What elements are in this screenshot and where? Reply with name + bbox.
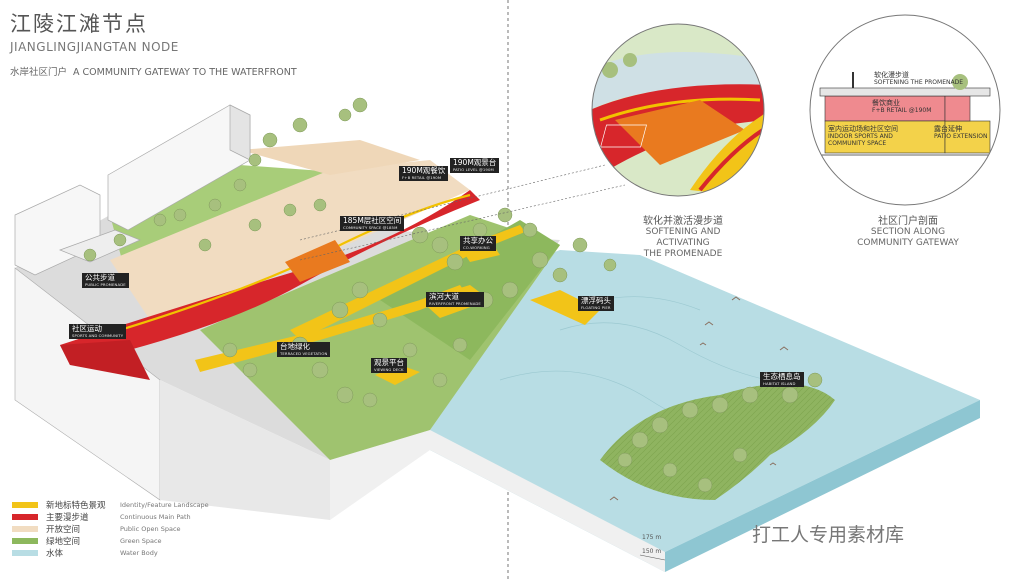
watermark-text: 打工人专用素材库 <box>752 524 905 546</box>
legend: 新地标特色景观 Identity/Feature Landscape 主要漫步道 Co… <box>12 499 209 559</box>
page-title-en: JIANGLINGJIANGTAN NODE <box>10 40 179 54</box>
birds <box>609 296 789 501</box>
page-title: 江陵江滩节点 <box>10 12 148 36</box>
buildings <box>14 104 251 276</box>
legend-item: 绿地空间 Green Space <box>12 535 209 547</box>
feature-landscape <box>195 225 600 385</box>
sports-court <box>285 240 350 282</box>
page-subtitle: 水岸社区门户 A COMMUNITY GATEWAY TO THE WATERFR… <box>10 64 303 78</box>
legend-item: 水体 Water Body <box>12 547 209 559</box>
scale-label-2: 150 m <box>642 548 662 555</box>
legend-swatch <box>12 550 38 556</box>
scale-line <box>639 554 666 561</box>
subtitle-en: A COMMUNITY GATEWAY TO THE WATERFRONT <box>73 67 297 78</box>
legend-swatch <box>12 502 38 508</box>
legend-label-en: Green Space <box>120 537 162 545</box>
legend-label-en: Public Open Space <box>120 525 181 533</box>
legend-item: 开放空间 Public Open Space <box>12 523 209 535</box>
promenade-detail <box>591 23 765 197</box>
legend-label-cn: 新地标特色景观 <box>46 501 106 511</box>
habitat-island <box>600 372 835 500</box>
legend-label-en: Continuous Main Path <box>120 513 191 521</box>
legend-label-en: Identity/Feature Landscape <box>120 501 209 509</box>
legend-swatch <box>12 526 38 532</box>
legend-label-en: Water Body <box>120 549 158 557</box>
legend-swatch <box>12 514 38 520</box>
section-detail <box>809 14 1001 206</box>
legend-item: 主要漫步道 Continuous Main Path <box>12 511 209 523</box>
open-space <box>110 140 470 320</box>
legend-label-cn: 开放空间 <box>46 525 81 535</box>
legend-swatch <box>12 538 38 544</box>
legend-item: 新地标特色景观 Identity/Feature Landscape <box>12 499 209 511</box>
subtitle-cn: 水岸社区门户 <box>10 67 68 78</box>
legend-label-cn: 水体 <box>46 549 64 559</box>
scale-label-1: 175 m <box>642 534 662 541</box>
legend-label-cn: 绿地空间 <box>46 537 81 547</box>
legend-label-cn: 主要漫步道 <box>46 513 89 523</box>
